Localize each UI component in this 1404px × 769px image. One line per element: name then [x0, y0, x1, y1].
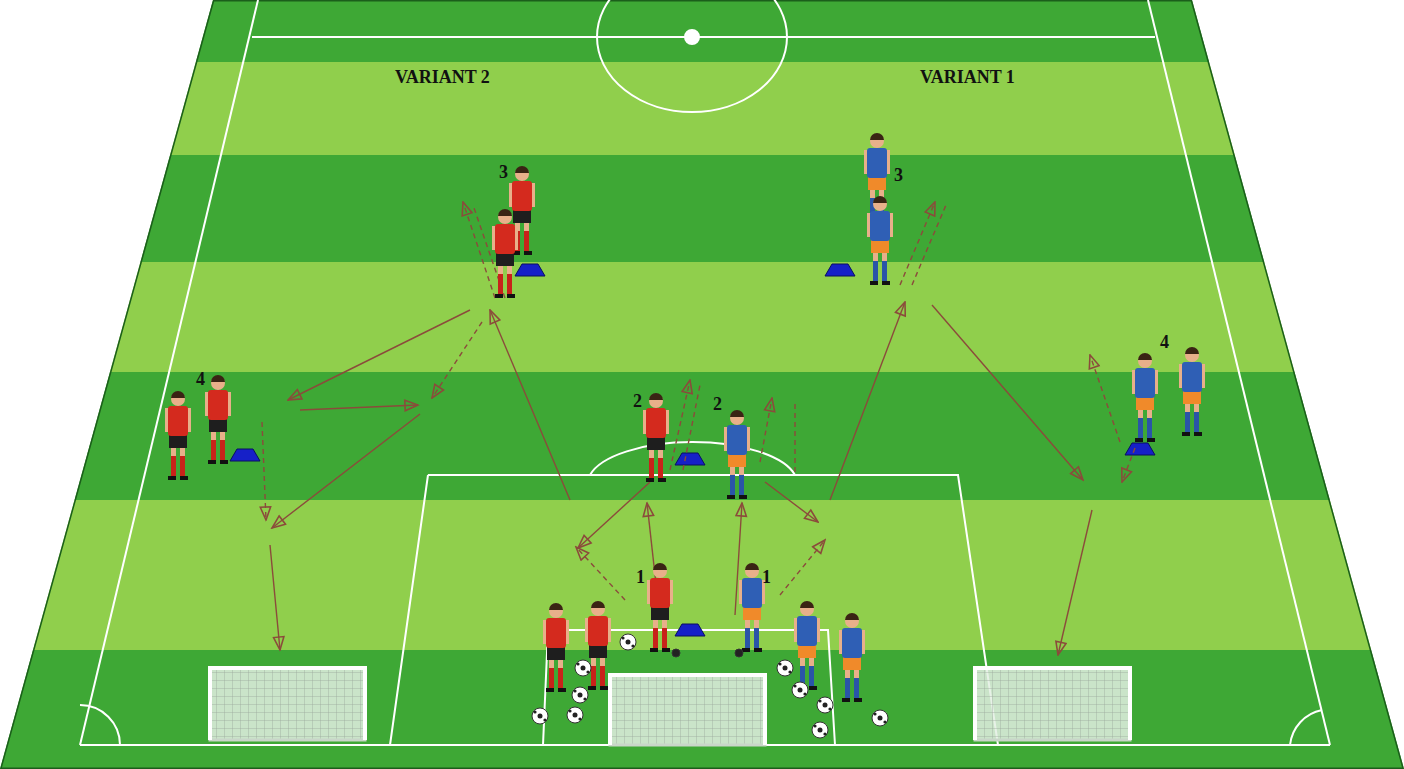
ball: [735, 649, 743, 657]
touchline: [1148, 0, 1330, 745]
marker-cone: [1125, 443, 1155, 455]
movement-arrow: [300, 405, 418, 410]
movement-arrow: [463, 202, 495, 298]
player-figure: [165, 391, 191, 480]
marker-cone: [230, 449, 260, 461]
callout-number: 4: [196, 370, 205, 388]
movement-arrow: [735, 503, 742, 615]
movement-arrow: [272, 414, 420, 528]
player-figure: [543, 603, 569, 692]
movement-arrow: [270, 545, 280, 650]
ball: [572, 687, 588, 703]
movement-arrow: [288, 310, 470, 400]
callout-number: 1: [636, 568, 645, 586]
grass-stripe: [0, 62, 1404, 155]
player-figure: [1179, 347, 1205, 436]
corner-arc: [1290, 710, 1322, 745]
variant-heading: VARIANT 1: [920, 68, 1015, 86]
player-figure: [864, 133, 890, 222]
movement-arrow: [576, 547, 625, 600]
ball: [777, 660, 793, 676]
movement-arrow: [490, 310, 570, 500]
movement-arrow: [578, 482, 650, 548]
player-figure: [867, 196, 893, 285]
movement-arrow: [670, 380, 690, 470]
movement-arrow: [432, 322, 482, 398]
grass-stripe: [0, 262, 1404, 372]
grass-stripe: [0, 155, 1404, 262]
movement-arrow: [683, 385, 700, 470]
penalty-arc: [590, 442, 795, 475]
variant-heading: VARIANT 2: [395, 68, 490, 86]
ball: [817, 697, 833, 713]
ball: [532, 708, 548, 724]
movement-arrow: [1058, 510, 1092, 655]
ball: [575, 660, 591, 676]
player-figure: [647, 563, 673, 652]
player-figure: [492, 209, 518, 298]
corner-arc: [80, 705, 120, 745]
movement-arrow: [794, 400, 795, 472]
movement-arrow: [760, 398, 772, 462]
grass-stripe: [0, 650, 1404, 769]
callout-number: 2: [713, 395, 722, 413]
marker-cone: [675, 624, 705, 636]
movement-arrow: [1122, 448, 1135, 482]
goal-net: [210, 668, 365, 740]
player-figure: [643, 393, 669, 482]
callout-number: 1: [762, 568, 771, 586]
player-figure: [839, 613, 865, 702]
ball: [567, 707, 583, 723]
halfway-line: [252, 36, 1155, 38]
goal-box: [543, 630, 835, 745]
movement-arrow: [765, 482, 818, 522]
movement-arrow: [932, 305, 1083, 480]
marker-cone: [675, 453, 705, 465]
movement-arrow: [1090, 355, 1120, 442]
ball: [872, 710, 888, 726]
ball: [792, 682, 808, 698]
movement-arrow: [830, 302, 905, 500]
marker-cone: [825, 264, 855, 276]
centre-spot: [685, 30, 699, 44]
ball: [812, 722, 828, 738]
centre-circle: [597, 0, 787, 112]
player-figure: [1132, 353, 1158, 442]
callout-number: 4: [1160, 333, 1169, 351]
player-figure: [585, 601, 611, 690]
marker-cone: [515, 264, 545, 276]
movement-arrow: [912, 205, 946, 285]
goal-net: [975, 668, 1130, 740]
player-figure: [794, 601, 820, 690]
goal-net: [610, 675, 765, 745]
callout-number: 3: [499, 163, 508, 181]
ball: [620, 634, 636, 650]
player-figure: [205, 375, 231, 464]
movement-arrow: [262, 422, 266, 520]
penalty-box: [390, 475, 998, 745]
touchline: [80, 0, 258, 745]
grass-stripe: [0, 500, 1404, 650]
movement-arrow: [780, 540, 825, 595]
ball: [672, 649, 680, 657]
player-figure: [724, 410, 750, 499]
callout-number: 2: [633, 392, 642, 410]
callout-number: 3: [894, 166, 903, 184]
player-figure: [739, 563, 765, 652]
